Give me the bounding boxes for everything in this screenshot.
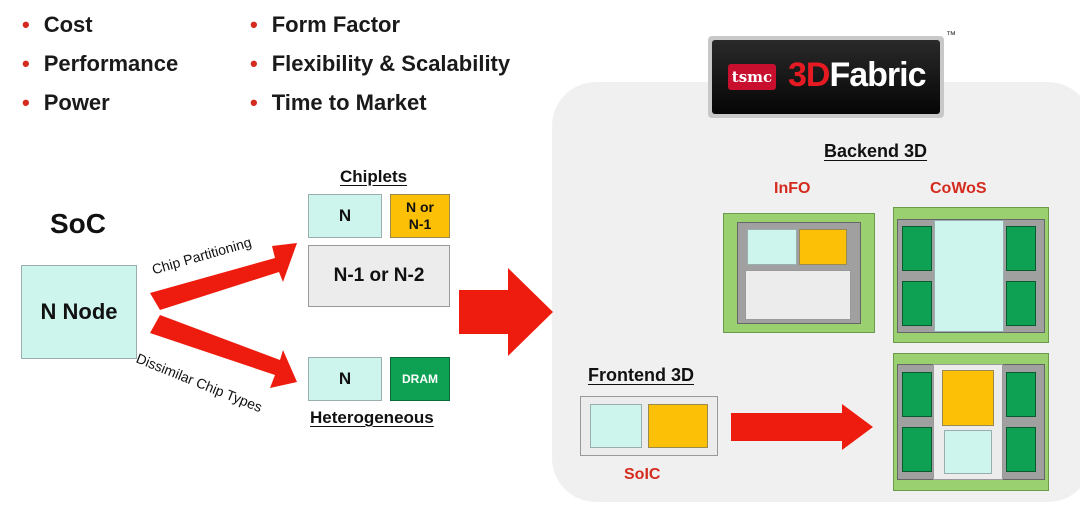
hetero-n-box: N bbox=[308, 357, 382, 401]
bullet-cost: •Cost bbox=[22, 12, 93, 37]
soic-label: SoIC bbox=[624, 466, 661, 483]
chiplet-n-or-n1-box: N or N-1 bbox=[390, 194, 450, 238]
tsmc-text: tsmc bbox=[731, 68, 773, 86]
partition-arrow bbox=[150, 243, 297, 310]
combined-hbm-3 bbox=[1006, 372, 1036, 417]
heterogeneous-title: Heterogeneous bbox=[310, 408, 434, 427]
3dfabric-wordmark: 3DFabric bbox=[788, 56, 927, 94]
trademark-symbol: ™ bbox=[946, 30, 956, 41]
3dfabric-logo: tsmc 3DFabric bbox=[708, 36, 944, 118]
tsmc-logo-badge: tsmc bbox=[728, 64, 776, 90]
chiplet-n1-or-n2-box: N-1 or N-2 bbox=[308, 245, 450, 307]
cowos-hbm-1 bbox=[902, 226, 932, 271]
info-chip-cyan bbox=[747, 229, 797, 265]
bullet-form-factor: •Form Factor bbox=[250, 12, 401, 37]
info-chip-gray bbox=[745, 270, 851, 320]
cowos-hbm-2 bbox=[902, 281, 932, 326]
dissimilar-arrow bbox=[150, 315, 297, 388]
info-chip-gold bbox=[799, 229, 847, 265]
combined-hbm-4 bbox=[1006, 427, 1036, 472]
soc-title: SoC bbox=[50, 208, 106, 239]
info-label: InFO bbox=[774, 180, 811, 197]
chiplet-n-box: N bbox=[308, 194, 382, 238]
cowos-hbm-3 bbox=[1006, 226, 1036, 271]
n-node-label: N Node bbox=[40, 299, 118, 324]
bullet-flexibility: •Flexibility & Scalability bbox=[250, 51, 511, 76]
frontend-3d-title: Frontend 3D bbox=[588, 365, 694, 385]
bullet-power: •Power bbox=[22, 90, 110, 115]
chiplets-title: Chiplets bbox=[340, 167, 408, 186]
center-arrow bbox=[459, 268, 553, 356]
combined-hbm-1 bbox=[902, 372, 932, 417]
cowos-hbm-4 bbox=[1006, 281, 1036, 326]
cowos-soc-die bbox=[934, 220, 1004, 332]
combined-chip-gold bbox=[942, 370, 994, 426]
soic-chip-cyan bbox=[590, 404, 642, 448]
bullet-performance: •Performance bbox=[22, 51, 179, 76]
combined-hbm-2 bbox=[902, 427, 932, 472]
soic-chip-gold bbox=[648, 404, 708, 448]
dram-box: DRAM bbox=[390, 357, 450, 401]
backend-3d-title: Backend 3D bbox=[824, 141, 928, 161]
soic-arrow bbox=[731, 404, 873, 450]
cowos-label: CoWoS bbox=[930, 180, 987, 197]
bullet-time-to-market: •Time to Market bbox=[250, 90, 427, 115]
n-node-box: N Node bbox=[21, 265, 137, 359]
combined-chip-cyan bbox=[944, 430, 992, 474]
